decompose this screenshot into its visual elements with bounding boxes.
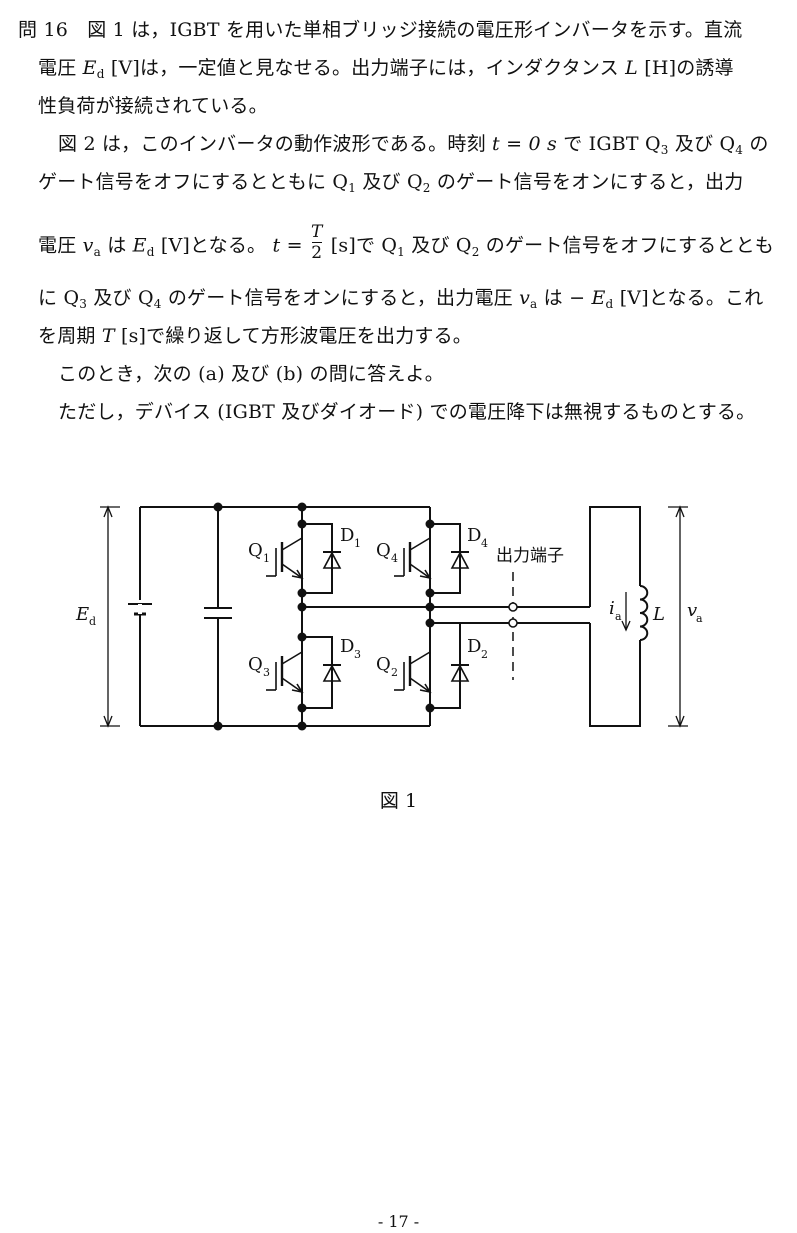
q2-label: Q	[376, 654, 391, 675]
d2-label: D	[467, 636, 481, 657]
svg-text:1: 1	[263, 552, 270, 565]
igbt-q1	[266, 537, 304, 580]
fraction-T-over-2: T 2	[310, 222, 323, 263]
problem-line-1: 問 16 図 1 は，IGBT を用いた単相ブリッジ接続の電圧形インバータを示す…	[18, 19, 743, 41]
problem-line-5: ゲート信号をオフにするとともに Q1 及び Q2 のゲート信号をオンにすると，出…	[38, 171, 744, 195]
igbt-q3	[266, 651, 304, 694]
igbt-q4	[394, 537, 432, 580]
svg-text:d: d	[89, 615, 96, 628]
problem-line-6: 電圧 va は Ed [V]となる。 t = T 2 [s]で Q1 及び Q2…	[38, 222, 774, 263]
d1-label: D	[340, 525, 354, 546]
ia-label: i	[609, 598, 615, 619]
svg-text:4: 4	[391, 552, 398, 565]
capacitor-symbol	[204, 507, 232, 726]
diode-d2	[450, 664, 470, 682]
ed-voltage-arrow	[100, 505, 120, 728]
problem-line-7: に Q3 及び Q4 のゲート信号をオンにすると，出力電圧 va は − Ed …	[38, 287, 764, 311]
ia-current-arrow	[621, 592, 631, 632]
svg-text:3: 3	[354, 648, 361, 661]
terminal-b	[508, 618, 518, 628]
svg-text:2: 2	[391, 666, 398, 679]
problem-line-10: ただし，デバイス (IGBT 及びダイオード) での電圧降下は無視するものとする…	[58, 401, 756, 423]
svg-text:a: a	[696, 612, 703, 625]
problem-number: 問 16	[18, 19, 69, 41]
ed-label: E	[75, 604, 89, 625]
svg-text:4: 4	[481, 537, 488, 550]
figure-caption: 図 1	[379, 790, 418, 812]
inductor-symbol	[639, 585, 649, 641]
svg-text:1: 1	[354, 537, 361, 550]
page-number: - 17 -	[377, 1212, 420, 1231]
d4-label: D	[467, 525, 481, 546]
circuit-diagram: E d	[75, 502, 703, 731]
svg-text:a: a	[615, 610, 622, 623]
igbt-q2	[394, 651, 432, 694]
battery-symbol	[128, 600, 152, 616]
problem-line-2: 電圧 Ed [V]は，一定値と見なせる。出力端子には，インダクタンス L [H]…	[38, 57, 734, 81]
svg-text:3: 3	[263, 666, 270, 679]
problem-line-4: 図 2 は，このインバータの動作波形である。時刻 t = 0 s で IGBT …	[58, 133, 769, 157]
output-terminal-label: 出力端子	[496, 546, 564, 566]
va-voltage-arrow	[668, 505, 688, 728]
problem-line-8: を周期 T [s]で繰り返して方形波電圧を出力する。	[38, 325, 472, 347]
diode-d1	[322, 551, 342, 569]
terminal-a	[508, 602, 518, 612]
q1-label: Q	[248, 540, 263, 561]
q3-label: Q	[248, 654, 263, 675]
va-label: v	[687, 600, 697, 621]
diode-d4	[450, 551, 470, 569]
inductance-label: L	[652, 604, 665, 625]
d3-label: D	[340, 636, 354, 657]
problem-line-3: 性負荷が接続されている。	[38, 95, 268, 117]
diode-d3	[322, 664, 342, 682]
junction-dots	[213, 502, 435, 731]
q4-label: Q	[376, 540, 391, 561]
problem-line-9: このとき，次の (a) 及び (b) の問に答えよ。	[58, 363, 444, 385]
svg-text:2: 2	[481, 648, 488, 661]
